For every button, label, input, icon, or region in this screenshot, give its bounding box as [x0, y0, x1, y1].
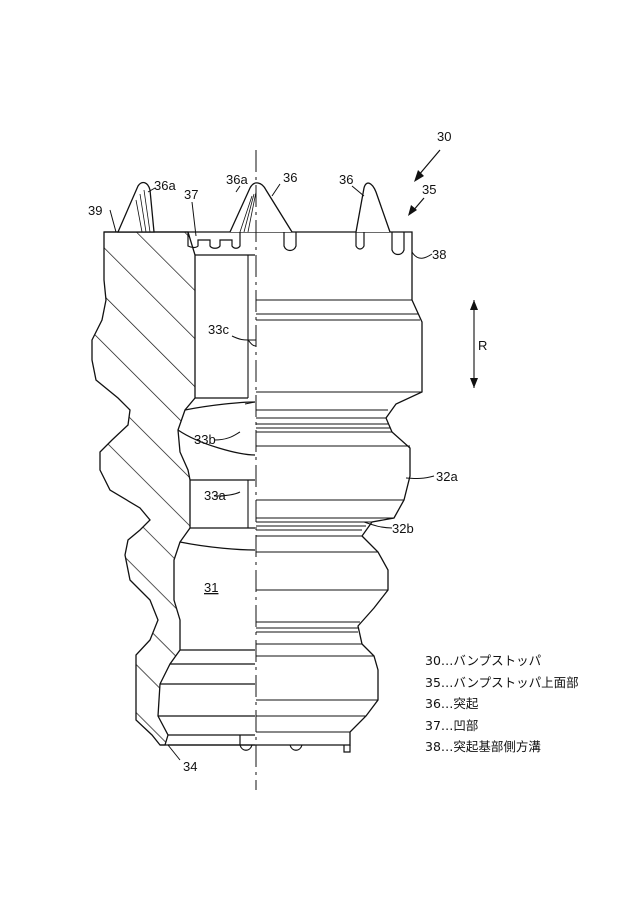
label-36a-left: 36a	[154, 178, 176, 193]
label-37: 37	[184, 187, 198, 202]
label-32a: 32a	[436, 469, 458, 484]
recess-right-top	[283, 232, 405, 256]
projection-36-right	[355, 182, 391, 233]
label-34: 34	[183, 759, 197, 774]
section-hatched-wall	[91, 231, 196, 746]
label-38: 38	[432, 247, 446, 262]
projection-36a-left-hatch	[135, 189, 151, 233]
projection-36a-mid-hatch	[239, 191, 257, 233]
label-39: 39	[88, 203, 102, 218]
label-33c: 33c	[208, 322, 229, 337]
bottom-feet	[239, 735, 351, 753]
label-33b: 33b	[194, 432, 216, 447]
legend-item: 37…凹部	[425, 717, 479, 733]
label-31: 31	[204, 580, 218, 595]
legend-item: 30…バンプストッパ	[425, 653, 542, 668]
inner-wall-right-edge	[244, 255, 256, 528]
legend: 30…バンプストッパ 35…バンプストッパ上面部 36…突起 37…凹部 38……	[425, 650, 579, 758]
label-36-mid: 36	[283, 170, 297, 185]
label-30: 30	[437, 129, 451, 144]
leader-lines	[109, 183, 435, 761]
label-36a-mid: 36a	[226, 172, 248, 187]
label-36-right: 36	[339, 172, 353, 187]
top-surface	[104, 231, 413, 246]
label-32b: 32b	[392, 521, 414, 536]
arrow-35-head	[408, 205, 417, 216]
external-profile-right	[168, 246, 423, 746]
label-r: R	[478, 338, 487, 353]
projection-36-mid	[229, 182, 293, 233]
label-33a: 33a	[204, 488, 226, 503]
label-35: 35	[422, 182, 436, 197]
arrow-r-head-bottom	[470, 378, 478, 388]
arrow-r-head-top	[470, 300, 478, 310]
arrow-30	[417, 149, 441, 177]
recess-37-left	[187, 232, 241, 249]
legend-item: 36…突起	[425, 696, 479, 711]
legend-item: 35…バンプストッパ上面部	[425, 674, 579, 690]
legend-item: 38…突起基部側方溝	[425, 739, 541, 754]
external-bands	[256, 299, 422, 733]
arrow-30-head	[414, 170, 424, 182]
inner-cavity-external	[246, 339, 257, 347]
inner-wall-left	[158, 254, 256, 746]
